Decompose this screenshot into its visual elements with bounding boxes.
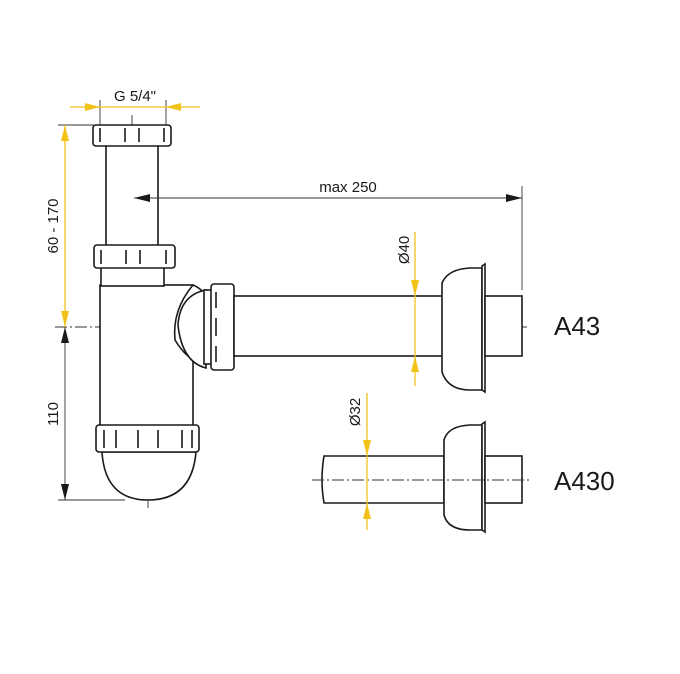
a43-diameter-dimension: Ø40 — [396, 232, 419, 386]
bottom-cup — [95, 424, 200, 501]
height-range-label: 60 - 170 — [45, 198, 62, 253]
max-length-dimension: max 250 — [134, 179, 523, 290]
thread-dimension: G 5/4" — [70, 88, 200, 125]
a43-pipe — [233, 262, 523, 394]
variant-a430-label: A430 — [554, 466, 615, 496]
height-lower-dimension: 110 — [45, 327, 125, 501]
upper-pipe — [105, 144, 159, 248]
max-length-label: max 250 — [319, 179, 377, 196]
siphon-body — [99, 265, 207, 428]
a430-diameter-dimension: Ø32 — [347, 393, 371, 530]
middle-nut — [93, 244, 176, 269]
a43-diameter-label: Ø40 — [396, 236, 413, 264]
height-range-dimension: 60 - 170 — [45, 124, 95, 327]
side-nut — [203, 283, 235, 371]
thread-size-label: G 5/4" — [114, 88, 156, 105]
variant-a43-label: A43 — [554, 311, 600, 341]
a430-diameter-label: Ø32 — [347, 398, 364, 426]
a430-pipe — [312, 420, 530, 534]
top-nut — [92, 124, 172, 147]
height-lower-label: 110 — [45, 402, 62, 426]
